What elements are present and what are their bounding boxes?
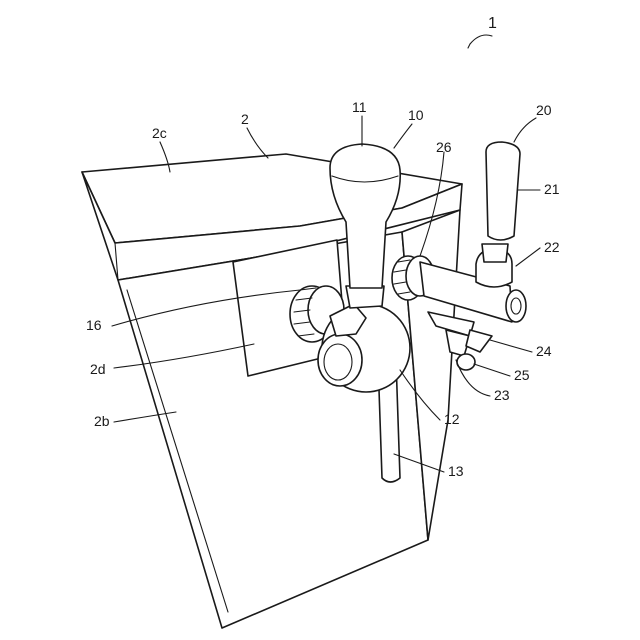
label-handle-secondary: 21 bbox=[544, 181, 560, 197]
box-body bbox=[82, 154, 462, 628]
label-top: 2c bbox=[152, 125, 167, 141]
label-tap-main: 10 bbox=[408, 107, 424, 123]
label-side-plate: 2d bbox=[90, 361, 106, 377]
label-nut-secondary: 26 bbox=[436, 139, 452, 155]
label-lever: 24 bbox=[536, 343, 552, 359]
handle-secondary bbox=[486, 142, 520, 240]
label-nozzle: 13 bbox=[448, 463, 464, 479]
label-spout-body: 12 bbox=[444, 411, 460, 427]
label-body: 2 bbox=[241, 111, 249, 127]
label-nut-main: 16 bbox=[86, 317, 102, 333]
label-assembly: 1 bbox=[488, 15, 497, 32]
label-front: 2b bbox=[94, 413, 110, 429]
label-valve: 25 bbox=[514, 367, 530, 383]
lever bbox=[466, 330, 492, 352]
label-handle-main: 11 bbox=[352, 99, 367, 115]
label-bracket: 23 bbox=[494, 387, 510, 403]
label-nut-secondary-cap: 22 bbox=[544, 239, 560, 255]
label-tap-secondary: 20 bbox=[536, 102, 552, 118]
